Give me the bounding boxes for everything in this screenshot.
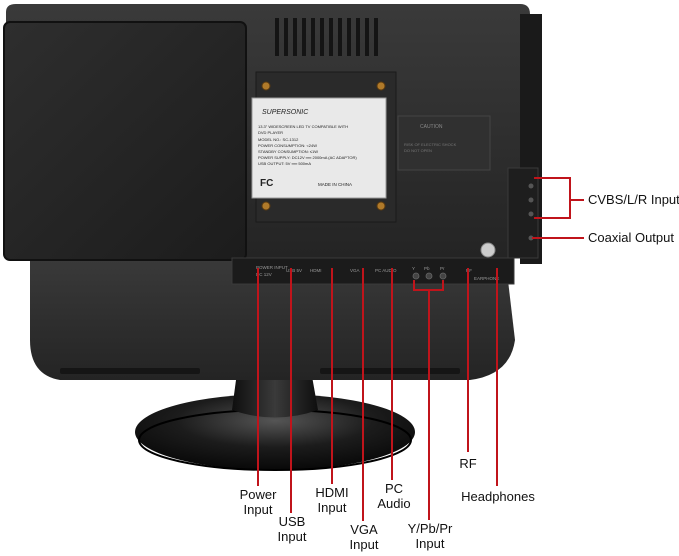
port-pr-label: Pr — [440, 266, 445, 271]
callout-power: Power Input — [236, 487, 280, 517]
caution-line2: DO NOT OPEN — [404, 148, 432, 153]
callout-hdmi-line2: Input — [317, 500, 347, 515]
rear-cover-panel — [3, 21, 247, 261]
sticker-made-in: MADE IN CHINA — [318, 182, 352, 187]
caution-line1: RISK OF ELECTRIC SHOCK — [404, 142, 457, 147]
callout-cvbs: CVBS/L/R Input — [588, 192, 679, 207]
port-pcaudio-label: PC AUDIO — [375, 268, 397, 273]
callout-power-line1: Power — [239, 487, 277, 502]
callout-coaxial: Coaxial Output — [588, 230, 674, 245]
callout-vga-line1: VGA — [350, 522, 378, 537]
callout-vga-line2: Input — [349, 537, 379, 552]
callout-power-line2: Input — [243, 502, 273, 517]
sticker-line2: DVD PLAYER — [258, 130, 283, 135]
callout-usb: USB Input — [270, 514, 314, 544]
sticker-line3: MODEL NO.: SC-1312 — [258, 137, 299, 142]
port-power-label: POWER INPUT — [256, 265, 288, 270]
bottom-port-jacks — [412, 272, 447, 280]
callout-pc-audio-line2: Audio — [377, 496, 411, 511]
port-pb-label: Pb — [424, 266, 430, 271]
caution-label — [397, 115, 491, 171]
callout-rf: RF — [459, 456, 477, 471]
port-earphone-label: EARPHONE — [474, 276, 499, 281]
callout-ypbpr: Y/Pb/Pr Input — [404, 521, 456, 551]
port-rf-label: RF — [466, 268, 472, 273]
mounting-screws — [261, 81, 386, 211]
callout-pc-audio-line1: PC — [384, 481, 404, 496]
sticker-brand: SUPERSONIC — [262, 109, 309, 116]
callout-ypbpr-line2: Input — [415, 536, 445, 551]
callout-ypbpr-line1: Y/Pb/Pr — [407, 521, 453, 536]
caution-title: CAUTION — [420, 124, 443, 130]
sticker-line7: USB OUTPUT: 5V ══ 500mA — [258, 161, 311, 166]
stand-base — [135, 394, 415, 470]
side-port-jacks — [528, 183, 534, 241]
callout-usb-line1: USB — [278, 514, 306, 529]
sticker-line4: POWER CONSUMPTION: <24W — [258, 143, 317, 148]
rf-jack — [480, 242, 496, 258]
callout-hdmi-line1: HDMI — [315, 485, 349, 500]
port-vga-label: VGA — [350, 268, 360, 273]
port-usb-label: USB 5V — [286, 268, 302, 273]
port-y-label: Y — [412, 266, 415, 271]
callout-headphones: Headphones — [461, 489, 535, 504]
lower-vents — [60, 368, 460, 374]
lower-housing — [30, 255, 515, 380]
callout-pc-audio: PC Audio — [372, 481, 416, 511]
callout-usb-line2: Input — [277, 529, 307, 544]
sticker-line6: POWER SUPPLY: DC12V ══ 2000mA (AC ADAPTO… — [258, 155, 357, 160]
top-vent-grille — [275, 18, 378, 56]
side-port-strip — [507, 167, 539, 259]
sticker-fcc: FC — [260, 178, 273, 189]
callout-hdmi: HDMI Input — [310, 485, 354, 515]
sticker-line1: 13.3" WIDESCREEN LED TV COMPATIBLE WITH — [258, 124, 348, 129]
rating-sticker — [251, 97, 387, 199]
port-hdmi-label: HDMI — [310, 268, 322, 273]
callout-vga: VGA Input — [342, 522, 386, 552]
callout-lines — [257, 177, 584, 521]
port-power-sub: DC 12V — [256, 272, 272, 277]
sticker-line5: STANDBY CONSUMPTION: ≤1W — [258, 149, 318, 154]
